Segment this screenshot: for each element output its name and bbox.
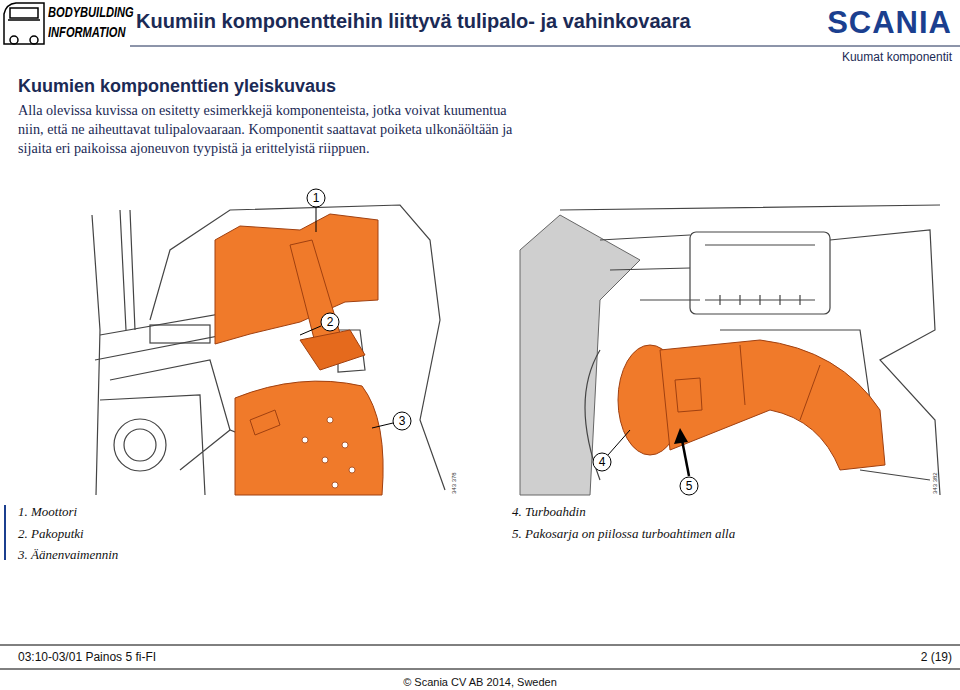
part-name: 4. Turboahdin	[512, 504, 586, 520]
image-code: 343 382	[932, 472, 938, 494]
page-number: 2 (19)	[921, 650, 952, 664]
section-heading: Kuumien komponenttien yleiskuvaus	[18, 76, 336, 97]
copyright: © Scania CV AB 2014, Sweden	[0, 676, 960, 688]
part-name: 3. Äänenvaimennin	[18, 547, 118, 563]
section-name: Kuumat komponentit	[842, 50, 952, 64]
part-name: 1. Moottori	[18, 504, 77, 520]
callout-number: 5	[680, 479, 698, 493]
logo-text: INFORMATION	[48, 24, 125, 40]
doc-number: 03:10-03/01 Painos 5 fi-FI	[18, 650, 156, 664]
callout-number: 3	[393, 414, 411, 428]
image-code: 343 378	[451, 472, 457, 494]
callout-number: 4	[593, 455, 611, 469]
brand-logo: SCANIA	[827, 5, 952, 41]
page-title: Kuumiin komponentteihin liittyvä tulipal…	[136, 10, 691, 33]
intro-text: Alla olevissa kuvissa on esitetty esimer…	[18, 101, 523, 158]
part-name: 2. Pakoputki	[18, 526, 84, 542]
logo-text: BODYBUILDING	[48, 4, 134, 20]
callout-number: 2	[321, 315, 339, 329]
part-name: 5. Pakosarja on piilossa turboahtimen al…	[512, 526, 735, 542]
callout-number: 1	[307, 191, 325, 205]
